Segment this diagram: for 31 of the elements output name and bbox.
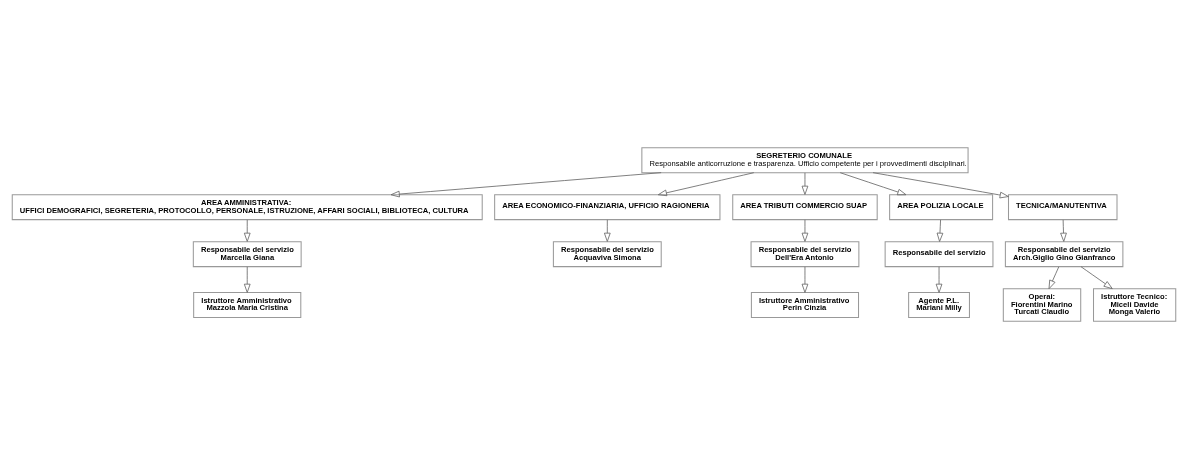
arrow [839, 172, 907, 196]
arrow [604, 219, 611, 242]
arrow [1060, 219, 1067, 242]
node-box: Istruttore Amministrativo Mazzola Maria Cristina [193, 292, 302, 318]
arrow [390, 172, 662, 198]
arrow [243, 219, 251, 242]
node-box: Istruttore Amministrativo Perin Cinzia [750, 292, 860, 318]
arrow [243, 266, 251, 293]
node-box: AREA POLIZIA LOCALE [889, 194, 994, 221]
arrow [657, 172, 755, 197]
arrow [1048, 266, 1060, 290]
node-box: Responsabile del servizio [884, 241, 994, 268]
arrow [801, 172, 809, 195]
node-box: Responsabile del servizio Marcella Giana [192, 241, 302, 268]
arrow [872, 172, 1009, 199]
arrow [801, 266, 809, 293]
node-box: SEGRETERIO COMUNALE Responsabile anticorruzione e trasparenza. Ufficio competente per i provvedimenti disciplinari. [641, 147, 969, 174]
arrow [801, 219, 809, 242]
node-box: Agente P.L. Mariani Milly [908, 292, 970, 318]
node-box: AREA AMMINISTRATIVA: UFFICI DEMOGRAFICI, SEGRETERIA, PROTOCOLLO, PERSONALE, ISTRUZIONE, AFFARI SOCIALI, BIBLIOTECA, CULTURA [11, 194, 483, 221]
node-box: Responsabile del servizio Arch.Giglio Gino Gianfranco [1004, 241, 1124, 268]
arrow [935, 266, 943, 293]
node-box: Istruttore Tecnico: Miceli Davide Monga Valerio [1093, 288, 1177, 322]
node-box: TECNICA/MANUTENTIVA [1008, 194, 1118, 221]
node-box: AREA TRIBUTI COMMERCIO SUAP [732, 194, 878, 221]
node-box: Responsabile del servizio Dell'Era Antonio [750, 241, 860, 268]
node-box: Operai: Fiorentini Marino Turcati Claudio [1002, 288, 1082, 322]
node-box: Responsabile del servizio Acquaviva Simona [552, 241, 662, 268]
node-box: AREA ECONOMICO-FINANZIARIA, UFFICIO RAGIONERIA [494, 194, 721, 221]
arrow [1080, 266, 1113, 290]
arrow [936, 219, 944, 242]
